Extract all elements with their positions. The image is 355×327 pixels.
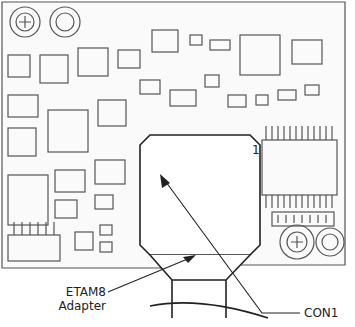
part-label: ETAM8 Adapter: [44, 285, 106, 313]
pin-number: 1: [252, 143, 264, 157]
part-label: CON1: [304, 306, 350, 320]
